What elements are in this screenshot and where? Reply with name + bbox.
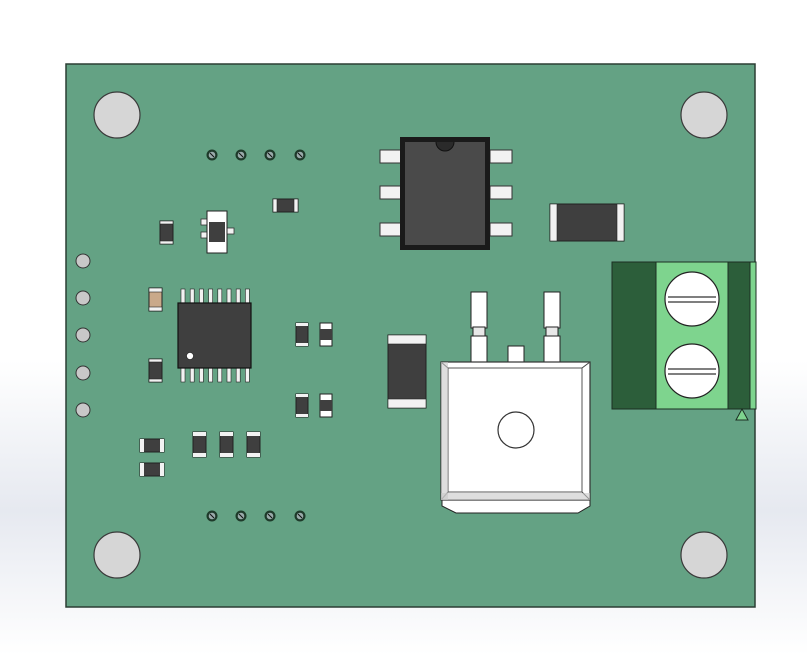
resistor-icon — [295, 322, 309, 347]
resistor-icon — [246, 431, 261, 458]
resistor-icon — [219, 431, 234, 458]
mounting-hole-icon — [680, 531, 728, 579]
resistor-icon — [148, 287, 163, 312]
resistor-icon — [139, 462, 165, 477]
capacitor-icon — [319, 322, 333, 347]
via-row-top — [206, 149, 306, 161]
resistor-icon — [272, 198, 299, 213]
mounting-hole-icon — [93, 531, 141, 579]
mounting-hole-icon — [93, 91, 141, 139]
capacitor-icon — [319, 393, 333, 418]
sot23-transistor — [200, 210, 235, 254]
mounting-hole-icon — [680, 91, 728, 139]
dpak-regulator — [440, 291, 591, 514]
resistor-icon — [148, 358, 163, 383]
resistor-icon — [192, 431, 207, 458]
via-row-bottom — [206, 510, 306, 522]
header-pins — [75, 253, 91, 418]
resistor-icon — [159, 220, 174, 245]
screw-terminal-icon — [611, 261, 757, 421]
resistor-icon — [549, 203, 625, 242]
ic-chip-icon — [379, 137, 513, 250]
resistor-icon — [295, 393, 309, 418]
ic-chip-icon — [177, 288, 252, 383]
diode-icon — [387, 334, 427, 409]
resistor-icon — [139, 438, 165, 453]
